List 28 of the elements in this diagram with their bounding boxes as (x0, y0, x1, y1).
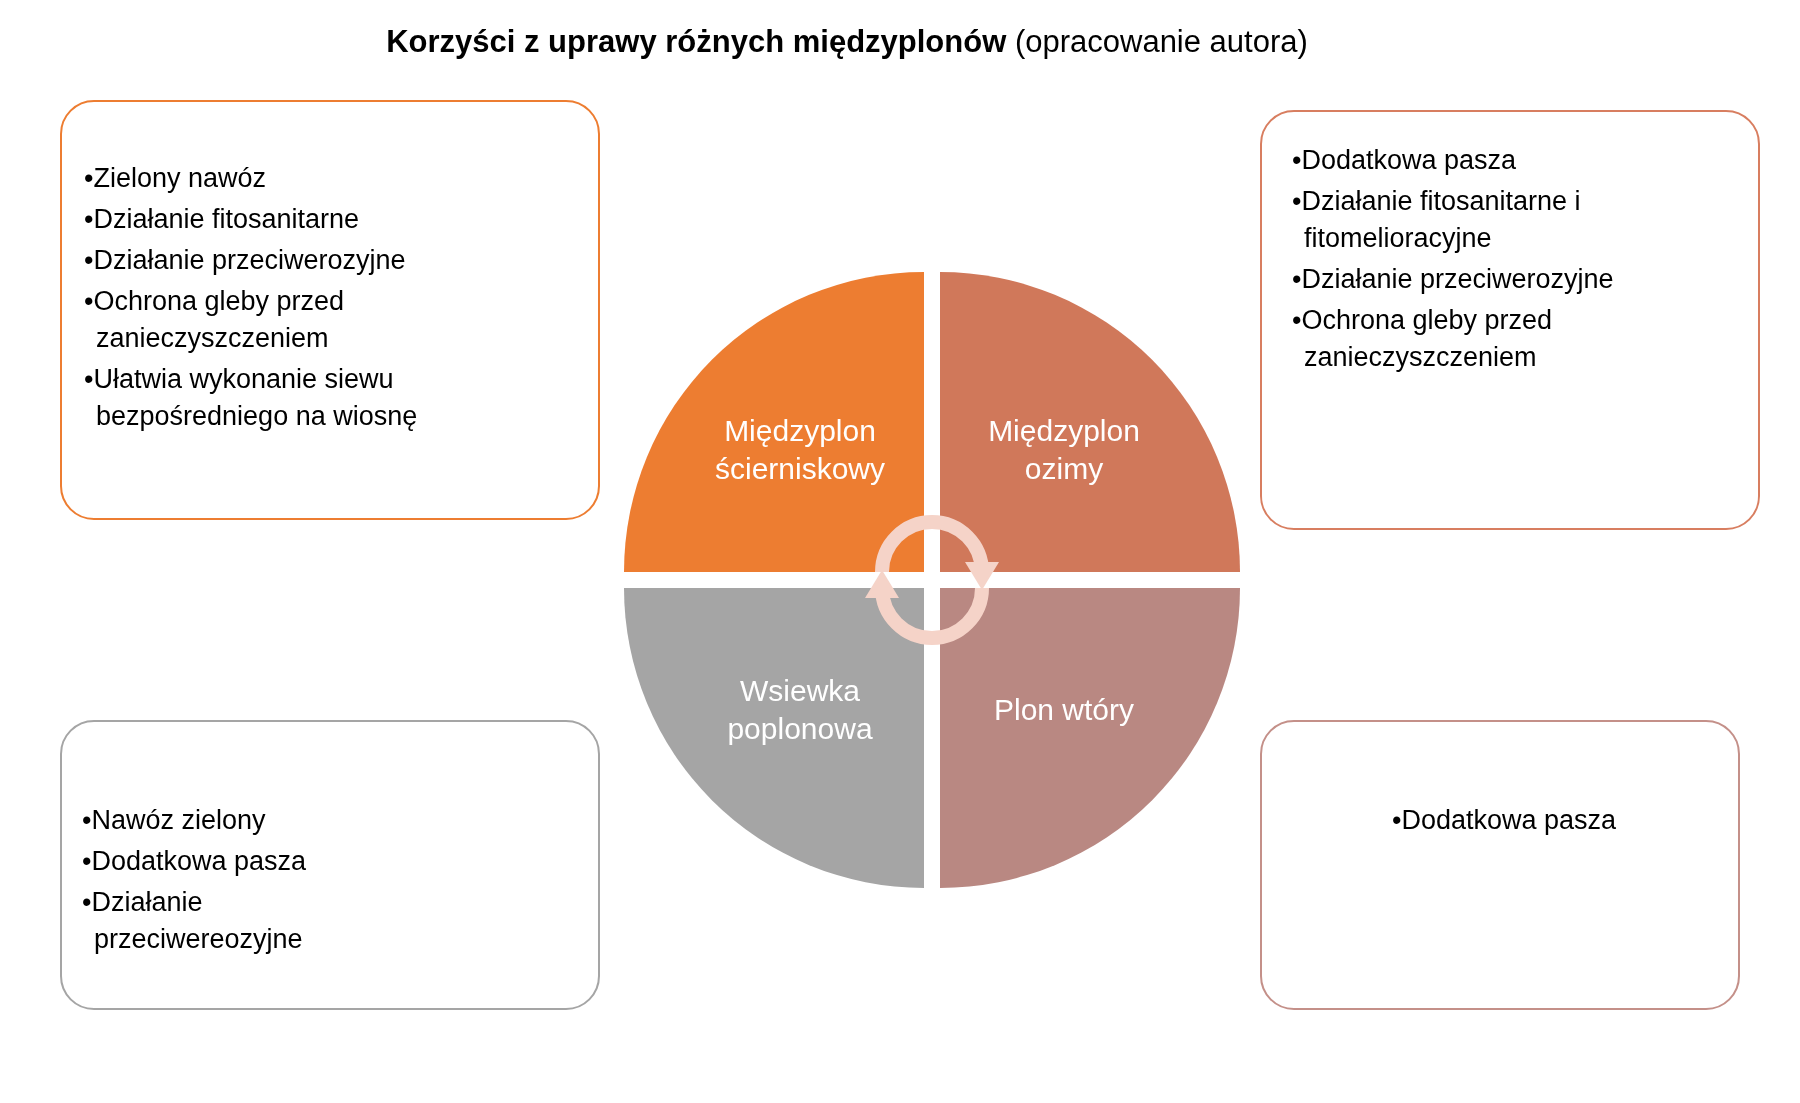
title: Korzyści z uprawy różnych międzyplonów (opracowanie autora) (385, 24, 1309, 60)
quadrant-segment (940, 272, 1240, 572)
segment-label: Wsiewka poplonowa (726, 673, 874, 747)
bullet-item: •Ułatwia wykonanie siewu bezpośredniego na wiosnę (84, 363, 419, 433)
rounded-box (60, 100, 600, 520)
segment-label: Międzyplon ozimy (987, 413, 1141, 487)
segment-label: Plon wtóry (992, 692, 1136, 728)
bullet-item: •Nawóz zielony (82, 804, 267, 837)
bullet-item: •Dodatkowa pasza (82, 845, 308, 878)
bullet-item: •Dodatkowa pasza (1392, 804, 1618, 837)
circular-arrow (875, 515, 999, 590)
bullet-item: •Ochrona gleby przed zanieczyszczeniem (84, 285, 346, 355)
bullet-item: •Działanie fitosanitarne i fitomelioracyjne (1292, 185, 1582, 255)
bullet-item: •Działanie przeciwerozyjne (84, 244, 407, 277)
rounded-box (1260, 720, 1740, 1010)
quadrant-segment (624, 588, 924, 888)
bullet-item: •Zielony nawóz (84, 162, 268, 195)
quadrant-segment (940, 588, 1240, 888)
bullet-item: •Dodatkowa pasza (1292, 144, 1518, 177)
bullet-item: •Ochrona gleby przed zanieczyszczeniem (1292, 304, 1554, 374)
bullet-item: •Działanie przeciwerozyjne (1292, 263, 1615, 296)
quadrant-segment (624, 272, 924, 572)
bullet-item: •Działanie przeciwereozyjne (82, 886, 304, 956)
segment-label: Międzyplon ścierniskowy (713, 413, 886, 487)
circular-arrow (865, 570, 989, 645)
rounded-box (60, 720, 600, 1010)
rounded-box (1260, 110, 1760, 530)
bullet-item: •Działanie fitosanitarne (84, 203, 361, 236)
